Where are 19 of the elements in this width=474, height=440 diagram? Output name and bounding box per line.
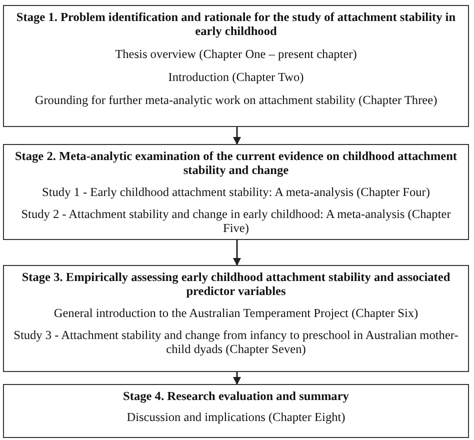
arrow [233, 240, 241, 266]
chapter-text: Study 1 - Early childhood attachment stability: A meta-analysis (Chapter Four) [42, 185, 430, 199]
chapter-text: Study 3 - Attachment stability and change from infancy to preschool in Australian mother-child dyads (Chapter Seven) [12, 328, 460, 356]
chapter-text: Discussion and implications (Chapter Eight) [126, 410, 346, 424]
stage-heading: Stage 2. Meta-analytic examination of the current evidence on childhood attachment stability and change [14, 149, 458, 177]
chapter-text: Introduction (Chapter Two) [168, 70, 304, 84]
arrow [233, 127, 241, 145]
stage-box [3, 384, 469, 438]
stage-box [3, 5, 469, 127]
arrow [233, 372, 241, 385]
chapter-text: Thesis overview (Chapter One – present chapter) [115, 47, 357, 61]
stage-heading: Stage 3. Empirically assessing early childhood attachment stability and associated predictor variables [20, 270, 452, 298]
chapter-text: General introduction to the Australian Temperament Project (Chapter Six) [54, 306, 418, 320]
stage-heading: Stage 4. Research evaluation and summary [123, 389, 349, 403]
chapter-text: Grounding for further meta-analytic work on attachment stability (Chapter Three) [34, 93, 438, 107]
stage-box [3, 265, 469, 372]
stage-heading: Stage 1. Problem identification and rationale for the study of attachment stability in early childhood [15, 10, 457, 38]
stage-box [3, 144, 469, 240]
chapter-text: Study 2 - Attachment stability and change in early childhood: A meta-analysis (Chapter Five) [20, 207, 452, 235]
